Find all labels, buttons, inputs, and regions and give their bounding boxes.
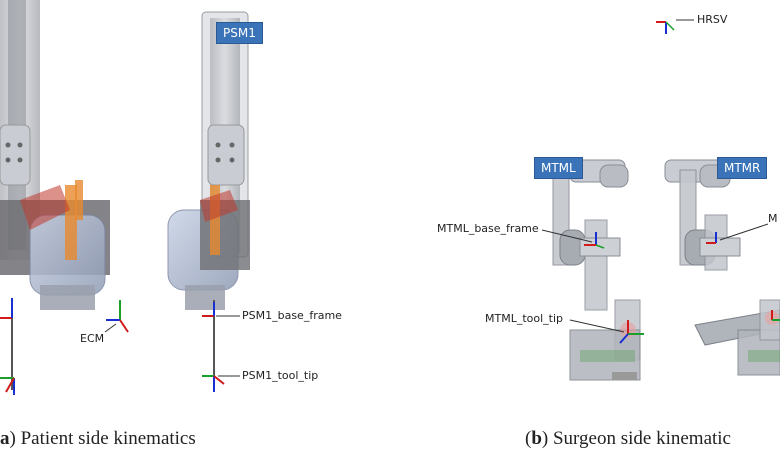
mtml-base-frame [541,229,605,249]
caption-b-open: ( [525,428,532,449]
psm1-base-frame [202,302,240,317]
mtmr-robot [664,159,780,376]
psm1-tool-tip-label: PSM1_tool_tip [242,369,319,382]
ecm-frame [104,300,129,333]
mtmr-badge: MTMR [717,157,768,179]
frame-left-base [0,298,13,319]
psm1-tool-tip-frame [202,375,240,392]
mtml-badge: MTML [534,157,583,179]
caption-a-tag: a [0,428,10,449]
mtml-base-frame-label: MTML_base_frame [437,222,539,235]
hrsv-frame [656,19,694,34]
caption-b: (b) Surgeon side kinematic [525,428,731,450]
caption-a-text: ) Patient side kinematics [9,428,196,449]
hrsv-label: HRSV [697,13,728,26]
mtml-robot [552,159,641,381]
psm1-base-frame-label: PSM1_base_frame [242,309,342,322]
mtmr-frames [706,223,780,325]
frame-left-tip [0,377,15,395]
ecm-label: ECM [80,332,105,345]
psm1-robot [167,11,250,380]
mtml-tool-tip-frame [569,319,644,344]
psm1-badge: PSM1 [216,22,263,44]
caption-a: a) Patient side kinematics [0,428,196,450]
mtmr-base-frame-label-partial: M [768,212,778,225]
mtml-tool-tip-label: MTML_tool_tip [485,312,564,325]
caption-b-text: ) Surgeon side kinematic [541,428,731,449]
patient-side-robot-left [0,0,110,390]
caption-b-tag: b [531,428,542,449]
